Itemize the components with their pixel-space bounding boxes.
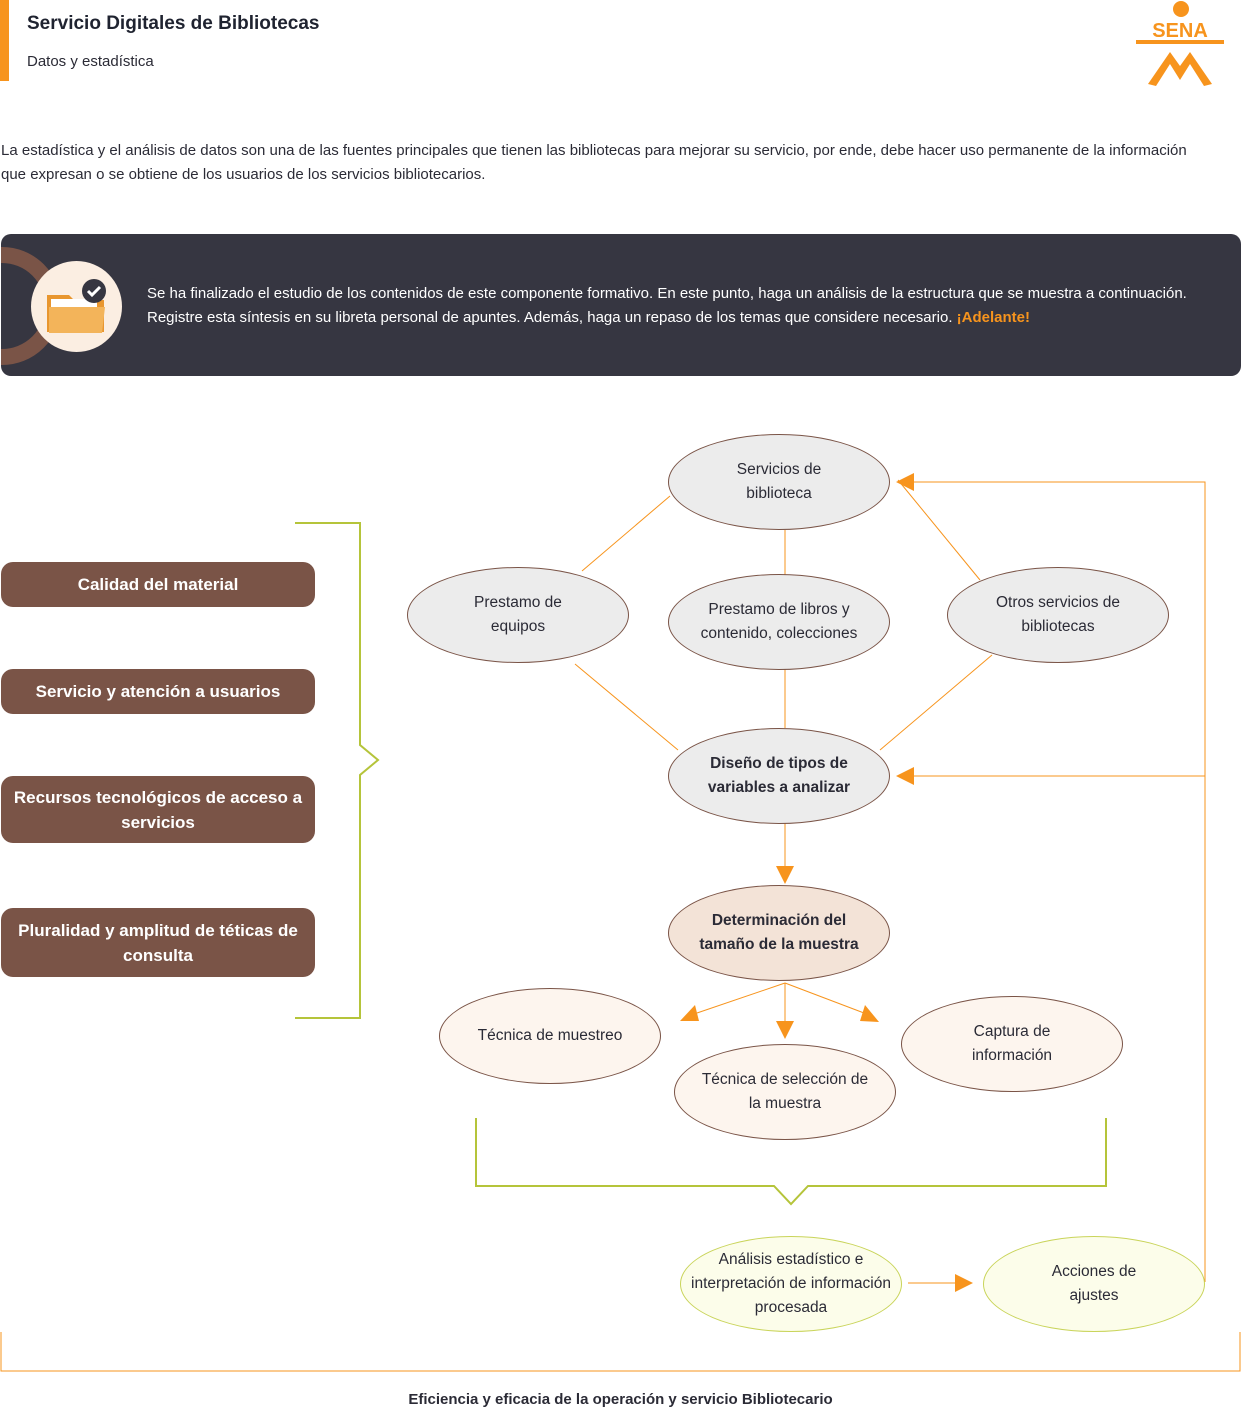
node-determinacion-muestra: Determinación del tamaño de la muestra — [668, 885, 890, 981]
outcome-label: Eficiencia y eficacia de la operación y … — [408, 1391, 833, 1408]
callout-icon-badge — [31, 261, 122, 352]
page-header: Servicio Digitales de Bibliotecas Datos … — [0, 0, 1241, 90]
factor-pill: Servicio y atención a usuarios — [1, 669, 315, 714]
factor-pill: Pluralidad y amplitud de téticas de cons… — [1, 908, 315, 977]
sena-logo: SENA — [1136, 1, 1224, 86]
node-diseno-variables: Diseño de tipos de variables a analizar — [668, 728, 890, 824]
node-captura-informacion: Captura de información — [901, 996, 1123, 1092]
arrow-to-determinacion — [776, 866, 794, 884]
instruction-callout: Se ha finalizado el estudio de los conte… — [1, 234, 1241, 376]
callout-body: Se ha finalizado el estudio de los conte… — [147, 285, 1187, 326]
node-acciones-ajustes: Acciones de ajustes — [983, 1236, 1205, 1332]
factor-pill: Calidad del material — [1, 562, 315, 607]
service-connectors — [574, 479, 993, 751]
node-otros-servicios: Otros servicios de bibliotecas — [947, 567, 1169, 663]
arrow-to-diseno — [896, 767, 914, 785]
sample-connectors — [696, 982, 865, 1022]
intro-paragraph: La estadística y el análisis de datos so… — [1, 142, 1187, 183]
logo-text: SENA — [1152, 20, 1208, 42]
callout-text: Se ha finalizado el estudio de los conte… — [147, 282, 1217, 330]
feedback-loop — [912, 481, 1206, 1282]
bottom-brace — [475, 1118, 1107, 1206]
node-tecnica-muestreo: Técnica de muestreo — [439, 988, 661, 1084]
page-title: Servicio Digitales de Bibliotecas — [27, 13, 320, 34]
arrow-to-servicios — [896, 473, 914, 491]
outcome-frame — [0, 1332, 1241, 1372]
node-prestamo-equipos: Prestamo de equipos — [407, 567, 629, 663]
callout-highlight: ¡Adelante! — [956, 309, 1030, 326]
folder-check-icon — [47, 279, 106, 333]
arrow-to-acciones — [955, 1274, 973, 1292]
factor-pill: Recursos tecnológicos de acceso a servic… — [1, 776, 315, 843]
node-prestamo-libros: Prestamo de libros y contenido, coleccio… — [668, 574, 890, 670]
node-analisis-estadistico: Análisis estadístico e interpretación de… — [680, 1236, 902, 1332]
page-subtitle: Datos y estadística — [27, 53, 154, 70]
header-accent-bar — [0, 0, 9, 81]
left-brace — [295, 522, 380, 1019]
node-tecnica-seleccion: Técnica de selección de la muestra — [674, 1044, 896, 1140]
node-servicios-biblioteca: Servicios de biblioteca — [668, 434, 890, 530]
